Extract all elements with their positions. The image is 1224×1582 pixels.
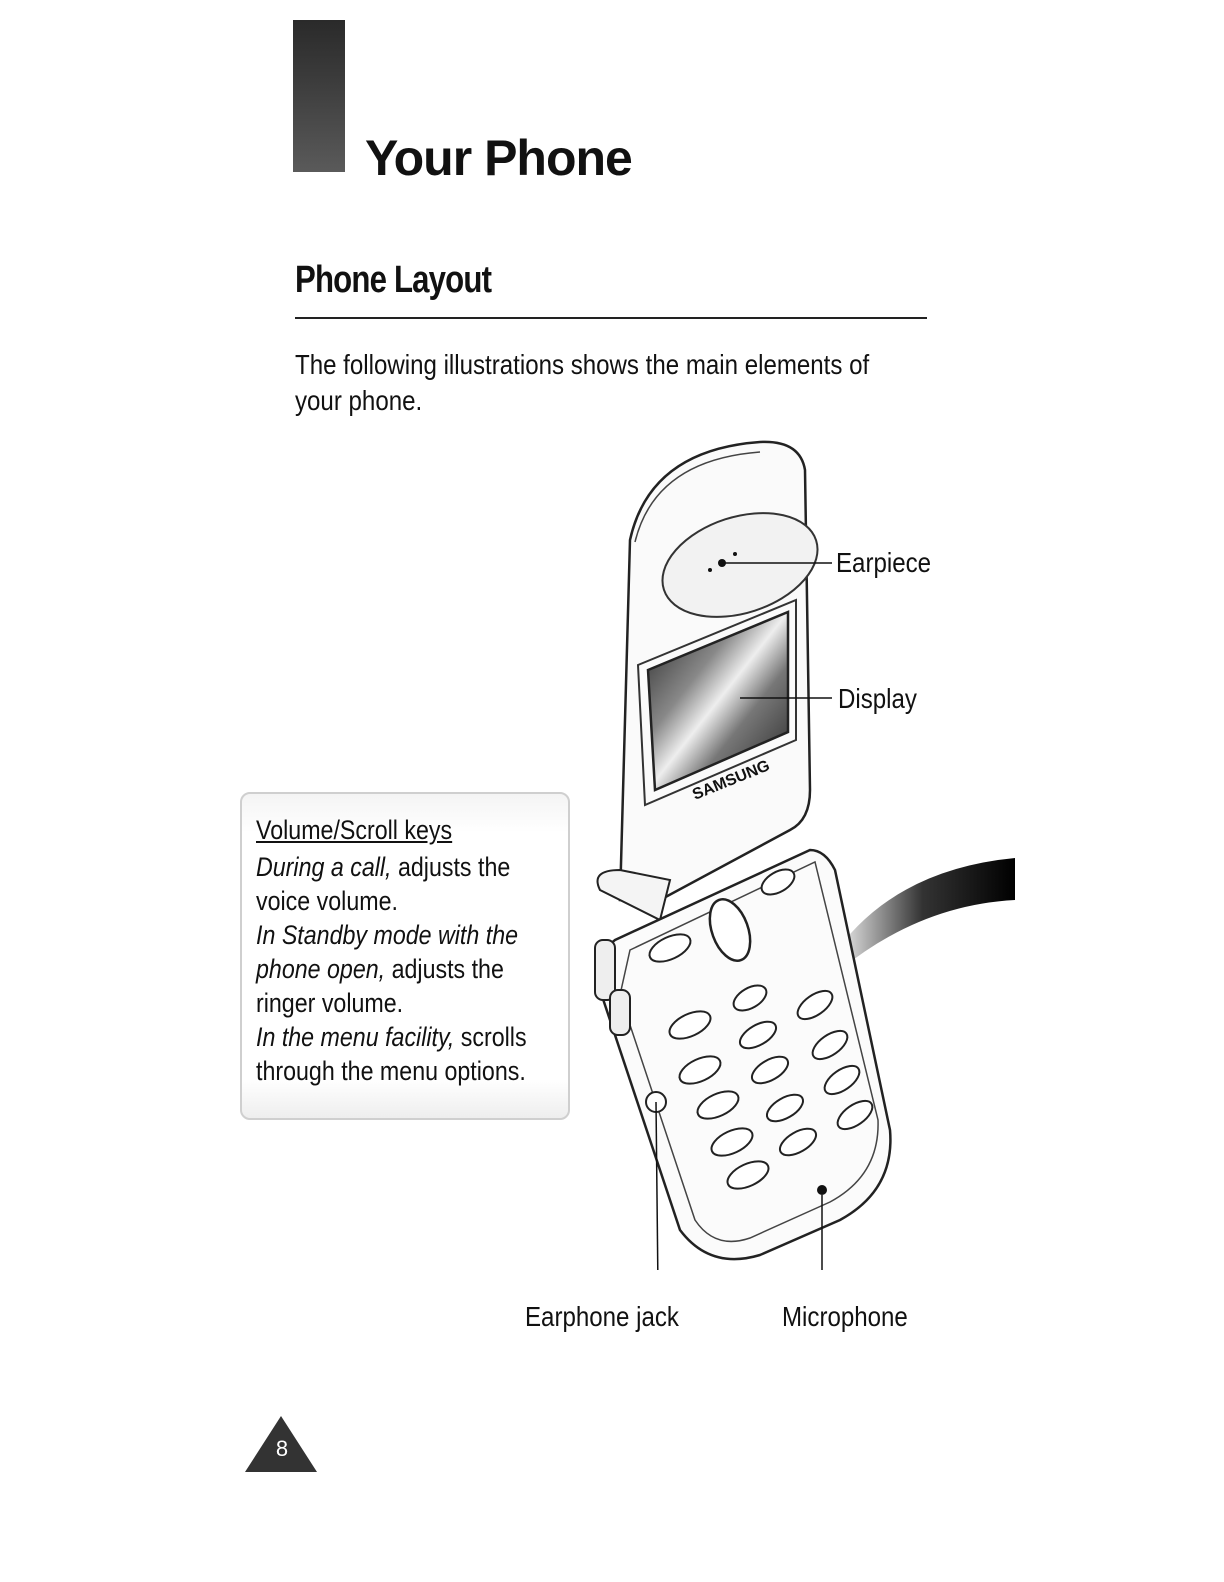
callout-title: Volume/Scroll keys bbox=[256, 815, 453, 845]
chapter-bar bbox=[293, 20, 345, 172]
callout-line-5: ringer volume. bbox=[256, 988, 404, 1018]
intro-line-1: The following illustrations shows the ma… bbox=[295, 349, 870, 380]
section-divider bbox=[295, 317, 927, 319]
volume-scroll-callout: Volume/Scroll keys During a call, adjust… bbox=[240, 792, 570, 1120]
nav-key bbox=[708, 898, 752, 962]
microphone-hole bbox=[817, 1185, 827, 1195]
callout-line-2: voice volume. bbox=[256, 886, 398, 916]
volume-up-key bbox=[594, 939, 616, 1001]
volume-down-key bbox=[609, 989, 631, 1036]
callout-line-6: In the menu facility, scrolls bbox=[256, 1022, 527, 1052]
chapter-title: Your Phone bbox=[365, 130, 633, 186]
page-number: 8 bbox=[275, 1436, 289, 1461]
earpiece bbox=[661, 512, 819, 618]
phone-illustration: SAMSUNG bbox=[594, 440, 1015, 1270]
phone-display bbox=[646, 610, 790, 792]
earphone-jack-label: Earphone jack bbox=[525, 1301, 679, 1332]
callout-line-7: through the menu options. bbox=[256, 1056, 526, 1086]
keypad bbox=[648, 868, 874, 1190]
callout-line-3: In Standby mode with the bbox=[256, 920, 519, 950]
intro-paragraph: The following illustrations shows the ma… bbox=[295, 347, 870, 419]
intro-line-2: your phone. bbox=[295, 385, 423, 416]
callout-line-4: phone open, adjusts the bbox=[256, 954, 504, 984]
page-marker-triangle bbox=[245, 1416, 317, 1472]
earphone-jack-leader bbox=[655, 1101, 659, 1270]
earpiece-label: Earpiece bbox=[836, 547, 932, 578]
section-title: Phone Layout bbox=[295, 259, 492, 301]
display-label: Display bbox=[838, 683, 917, 714]
callout-line-1: During a call, adjusts the bbox=[256, 852, 511, 882]
microphone-label: Microphone bbox=[782, 1301, 908, 1332]
